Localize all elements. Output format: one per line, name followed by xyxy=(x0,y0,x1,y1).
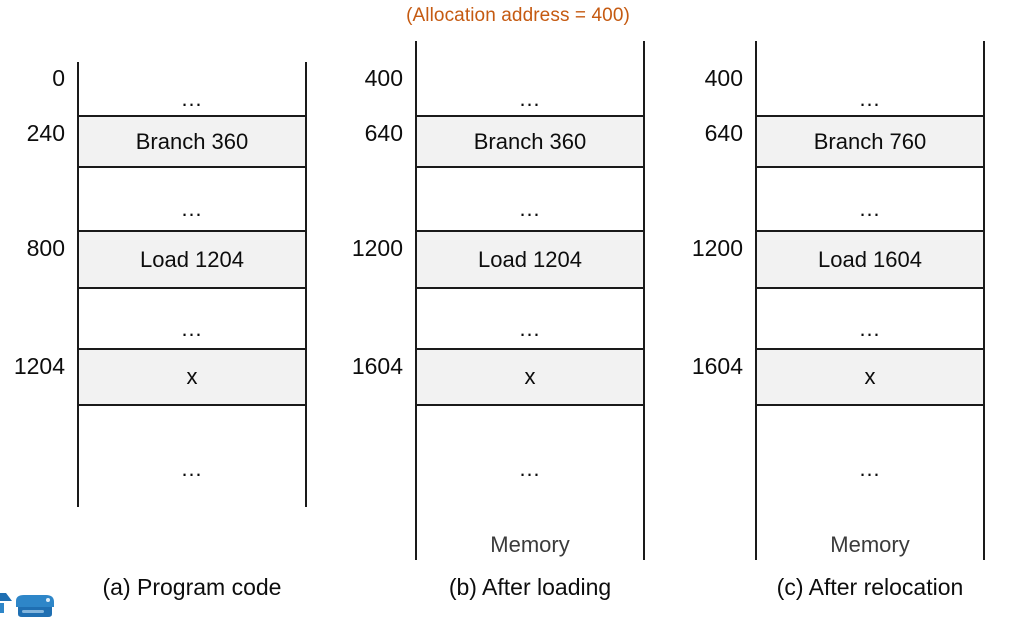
address-label: 0 xyxy=(52,65,65,91)
memory-cell-ellipsis: … xyxy=(79,168,305,232)
panel-caption: (c) After relocation xyxy=(776,574,964,600)
memory-cell-instruction: Load 1604 xyxy=(757,232,983,289)
memory-cell-label: Branch 360 xyxy=(473,128,587,154)
memory-cell-ellipsis: … xyxy=(79,289,305,350)
address-label: 640 xyxy=(704,120,743,146)
memory-cell-ellipsis: … xyxy=(757,62,983,117)
memory-cell-label: x xyxy=(864,364,876,389)
memory-cell-ellipsis: … xyxy=(79,62,305,117)
memory-cell-ellipsis: … xyxy=(757,406,983,507)
memory-cell-label: Load 1204 xyxy=(478,246,582,272)
memory-table: … Branch 360 … Load 1204 … x … xyxy=(415,62,645,507)
memory-cell-instruction: Branch 360 xyxy=(79,117,305,168)
memory-cell-instruction: Branch 760 xyxy=(757,117,983,168)
memory-cell-data: x xyxy=(417,350,643,406)
address-label: 240 xyxy=(26,120,65,146)
address-label: 640 xyxy=(364,120,403,146)
memory-cell-label: … xyxy=(180,85,204,111)
memory-cell-instruction: Load 1204 xyxy=(79,232,305,289)
memory-cell-label: … xyxy=(180,455,204,481)
memory-table: … Branch 360 … Load 1204 … x … xyxy=(77,62,307,507)
panel-caption: (b) After loading xyxy=(448,574,612,600)
memory-cell-ellipsis: … xyxy=(417,406,643,507)
address-label: 1200 xyxy=(691,235,743,261)
memory-cell-label: Load 1204 xyxy=(140,246,244,272)
memory-cell-label: Branch 760 xyxy=(813,128,927,154)
memory-cell-data: x xyxy=(79,350,305,406)
memory-cell-data: x xyxy=(757,350,983,406)
memory-cell-label: x xyxy=(524,364,536,389)
memory-cell-label: … xyxy=(180,315,204,341)
memory-label: Memory xyxy=(830,532,910,557)
memory-cell-label: … xyxy=(858,85,882,111)
memory-cell-ellipsis: … xyxy=(417,62,643,117)
address-label: 1604 xyxy=(691,353,743,379)
address-label: 1204 xyxy=(13,353,65,379)
memory-label: Memory xyxy=(490,532,570,557)
memory-cell-label: … xyxy=(180,196,204,221)
memory-cell-ellipsis: … xyxy=(757,168,983,232)
memory-cell-label: … xyxy=(858,196,882,221)
memory-cell-label: … xyxy=(858,455,882,481)
address-label: 800 xyxy=(26,235,65,261)
memory-cell-label: Branch 360 xyxy=(135,128,249,154)
memory-cell-label: … xyxy=(518,85,542,111)
memory-cell-label: … xyxy=(518,196,542,221)
decorative-artwork-icon xyxy=(0,593,54,617)
memory-cell-label: … xyxy=(858,315,882,341)
memory-cell-label: … xyxy=(518,315,542,341)
memory-table: … Branch 760 … Load 1604 … x … xyxy=(755,62,985,507)
address-label: 1604 xyxy=(351,353,403,379)
memory-cell-instruction: Load 1204 xyxy=(417,232,643,289)
panel-caption: (a) Program code xyxy=(102,574,282,600)
address-label: 400 xyxy=(704,65,743,91)
memory-cell-ellipsis: … xyxy=(417,168,643,232)
memory-cell-ellipsis: … xyxy=(417,289,643,350)
memory-cell-ellipsis: … xyxy=(79,406,305,507)
memory-cell-instruction: Branch 360 xyxy=(417,117,643,168)
memory-cell-label: … xyxy=(518,455,542,481)
memory-cell-ellipsis: … xyxy=(757,289,983,350)
memory-cell-label: x xyxy=(186,364,198,389)
memory-cell-label: Load 1604 xyxy=(818,246,922,272)
address-label: 400 xyxy=(364,65,403,91)
allocation-address-note: (Allocation address = 400) xyxy=(406,5,630,26)
address-label: 1200 xyxy=(351,235,403,261)
